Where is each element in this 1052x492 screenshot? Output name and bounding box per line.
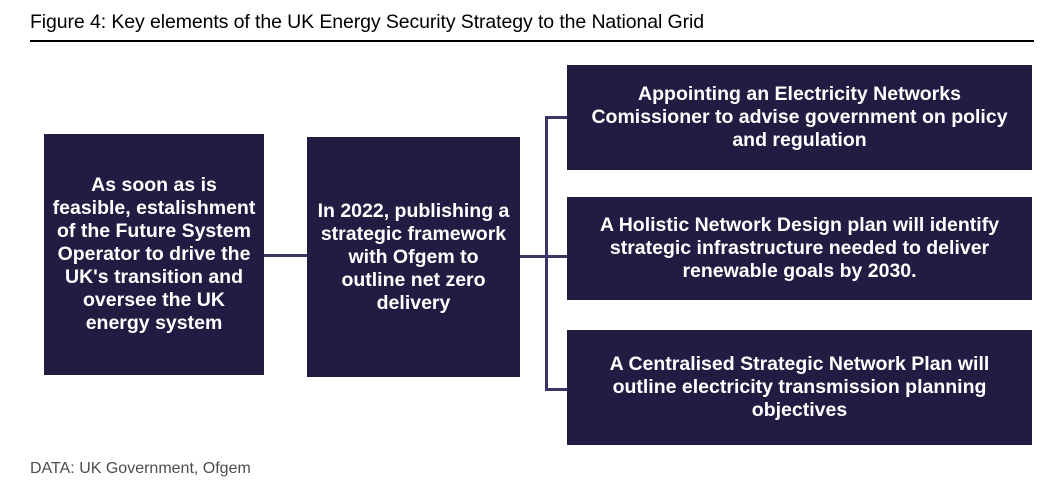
figure-title-text: Figure 4: Key elements of the UK Energy … [30,11,704,33]
connector-stage1-to-stage2 [264,254,307,257]
node-centralised-strategic-network-plan: A Centralised Strategic Network Plan wil… [567,330,1032,445]
connector-branch-spine [545,116,548,391]
node-electricity-networks-commissioner-label: Appointing an Electricity Networks Comis… [591,83,1008,151]
source-note: DATA: UK Government, Ofgem [30,460,251,477]
node-holistic-network-design: A Holistic Network Design plan will iden… [567,197,1032,300]
title-underline-rule [30,40,1034,42]
node-electricity-networks-commissioner: Appointing an Electricity Networks Comis… [567,65,1032,170]
node-centralised-strategic-network-plan-label: A Centralised Strategic Network Plan wil… [609,353,990,421]
node-holistic-network-design-label: A Holistic Network Design plan will iden… [599,214,1000,282]
node-future-system-operator-label: As soon as is feasible, estalishment of … [52,174,256,334]
figure-title: Figure 4: Key elements of the UK Energy … [30,10,1036,34]
connector-arm-branch-1 [545,116,568,119]
node-strategic-framework: In 2022, publishing a strategic framewor… [307,137,520,377]
connector-arm-branch-3 [545,388,568,391]
connector-stage2-stem [520,255,546,258]
connector-arm-branch-2 [545,255,567,258]
node-future-system-operator: As soon as is feasible, estalishment of … [44,134,264,375]
node-strategic-framework-label: In 2022, publishing a strategic framewor… [317,199,510,314]
